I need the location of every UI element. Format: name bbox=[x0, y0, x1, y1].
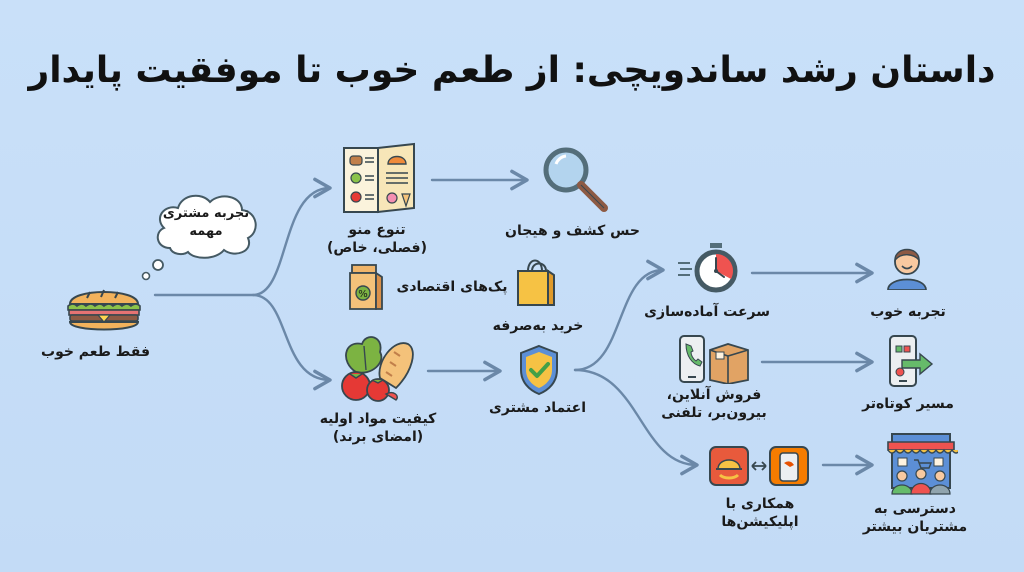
stopwatch-icon bbox=[678, 243, 738, 293]
value-buy-label: خرید به‌صرفه bbox=[492, 318, 584, 334]
discovery-label: حس کشف و هیجان bbox=[505, 223, 640, 239]
delivery-app-icon bbox=[709, 446, 809, 486]
store-crowd-icon bbox=[887, 433, 958, 495]
phone-box-icon bbox=[679, 335, 749, 384]
menu-label-line-1: تنوع منو bbox=[348, 222, 406, 238]
quality-label: کیفیت مواد اولیه (امضای برند) bbox=[318, 410, 438, 446]
menu-label-line-2: (فصلی، خاص) bbox=[326, 240, 427, 256]
menu-label: تنوع منو (فصلی، خاص) bbox=[322, 221, 432, 257]
thought-line-1: تجربه مشتری bbox=[162, 206, 250, 221]
thought-bubble-icon bbox=[156, 194, 257, 259]
thought-dots-icon bbox=[141, 259, 164, 281]
shield-check-icon bbox=[520, 344, 558, 396]
packs-label: پک‌های اقتصادی bbox=[396, 279, 508, 295]
ingredients-icon bbox=[341, 336, 414, 402]
apps-label-line-2: اپلیکیشن‌ها bbox=[721, 514, 799, 530]
svg-text:%: % bbox=[358, 289, 368, 300]
apps-label: همکاری با اپلیکیشن‌ها bbox=[706, 495, 814, 531]
sandwich-icon bbox=[67, 289, 141, 331]
page-title: داستان رشد ساندویچی: از طعم خوب تا موفقی… bbox=[28, 50, 996, 91]
more-customers-label: دسترسی به مشتریان بیشتر bbox=[860, 500, 970, 536]
quality-label-line-2: (امضای برند) bbox=[332, 429, 424, 445]
thought-line-2: مهمه bbox=[189, 224, 223, 239]
speed-label: سرعت آماده‌سازی bbox=[644, 304, 770, 320]
apps-label-line-1: همکاری با bbox=[725, 496, 795, 512]
mobile-arrow-icon bbox=[889, 335, 934, 387]
good-experience-label: تجربه خوب bbox=[870, 304, 946, 320]
more-customers-line-2: مشتریان بیشتر bbox=[862, 519, 968, 535]
online-sales-line-1: فروش آنلاین، bbox=[666, 387, 762, 403]
online-sales-line-2: بیرون‌بر، تلفنی bbox=[661, 405, 767, 421]
trust-label: اعتماد مشتری bbox=[489, 400, 586, 416]
menu-icon bbox=[343, 142, 415, 214]
shopping-bag-icon bbox=[517, 259, 555, 306]
online-sales-label: فروش آنلاین، بیرون‌بر، تلفنی bbox=[658, 386, 770, 422]
shorter-path-label: مسیر کوتاه‌تر bbox=[862, 396, 954, 412]
thought-bubble-text: تجربه مشتری مهمه bbox=[150, 205, 262, 241]
magnifier-icon bbox=[543, 147, 608, 212]
start-label: فقط طعم خوب bbox=[41, 344, 150, 360]
happy-user-icon bbox=[887, 248, 927, 290]
quality-label-line-1: کیفیت مواد اولیه bbox=[319, 411, 437, 427]
more-customers-line-1: دسترسی به bbox=[874, 501, 956, 517]
paper-bag-icon: % bbox=[349, 264, 383, 310]
